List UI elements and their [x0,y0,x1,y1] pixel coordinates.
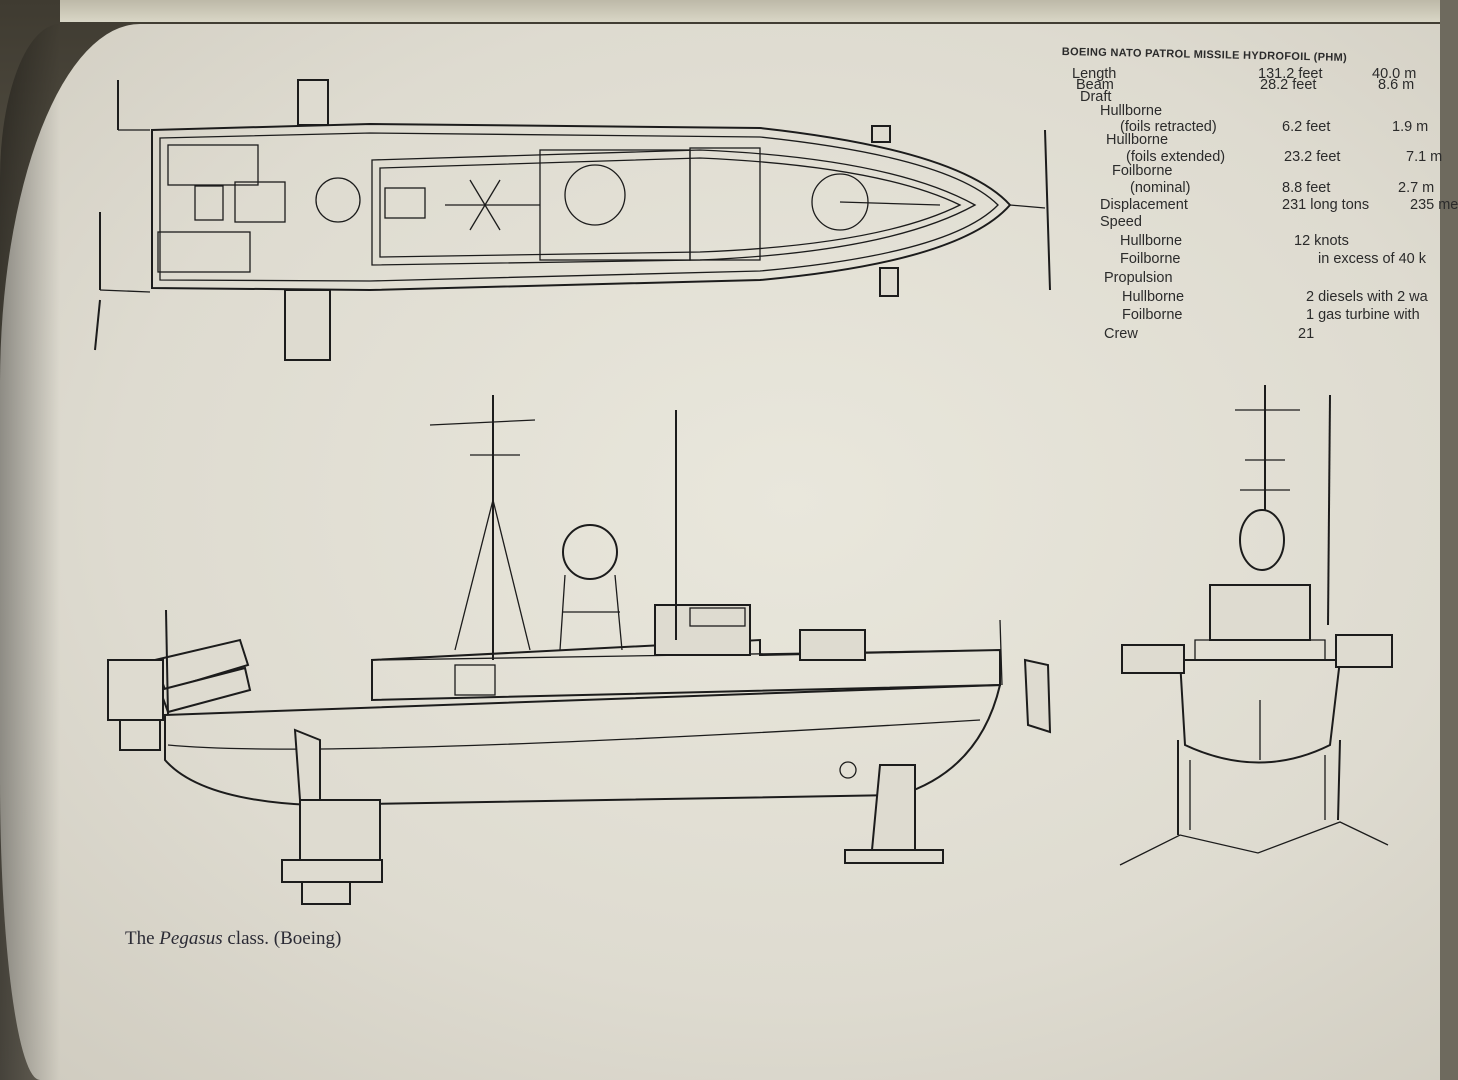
next-page-edge [60,0,1440,22]
side-view-drawing [107,395,1052,905]
spec-imperial: 23.2 feet [1284,149,1341,165]
spec-label: (nominal) [1130,180,1191,196]
book-page [0,24,1440,1080]
spec-imperial: 2 diesels with 2 wa [1306,289,1428,305]
spec-label: Beam [1076,77,1114,93]
spec-label: Displacement [1100,197,1188,213]
figure-caption: The Pegasus class. (Boeing) [125,928,341,950]
spec-metric: 1.9 m [1392,119,1429,135]
spec-metric: 2.7 m [1398,180,1435,196]
spec-label: Foilborne [1120,251,1181,267]
spec-imperial: 8.8 feet [1282,180,1331,196]
spec-label: (foils extended) [1126,149,1226,165]
spec-label: Hullborne [1122,289,1185,305]
caption-prefix: The [125,928,160,949]
spec-imperial: 28.2 feet [1260,77,1317,93]
spec-imperial: 12 knots [1294,233,1349,249]
spec-label: Crew [1104,326,1138,342]
spec-imperial: 6.2 feet [1282,119,1331,135]
spec-metric: 40.0 m [1372,66,1417,82]
front-view-drawing [1119,385,1393,866]
spec-label: Hullborne [1100,103,1163,119]
spec-imperial: 231 long tons [1282,197,1370,213]
plan-view-drawing [94,79,1051,361]
spec-label: Speed [1100,214,1142,230]
caption-italic: Pegasus [159,928,223,949]
spec-label: Draft [1080,89,1112,105]
spec-label: Foilborne [1112,163,1173,179]
spec-imperial: in excess of 40 k [1318,251,1426,267]
spec-label: Hullborne [1120,233,1183,249]
spec-label: Length [1072,66,1117,82]
spec-label: Propulsion [1104,270,1173,286]
page-curl-shadow [0,24,60,1080]
caption-suffix: class. (Boeing) [222,928,342,949]
spec-metric: 8.6 m [1378,77,1415,93]
spec-imperial: 1 gas turbine with [1306,307,1420,323]
spec-metric: 7.1 m [1406,149,1443,165]
spec-label: (foils retracted) [1120,119,1217,135]
spec-label: Foilborne [1122,307,1183,323]
spec-metric: 235 me [1410,197,1458,213]
spec-imperial: 131.2 feet [1258,66,1323,82]
spec-imperial: 21 [1298,326,1315,342]
spec-label: Hullborne [1106,132,1169,148]
